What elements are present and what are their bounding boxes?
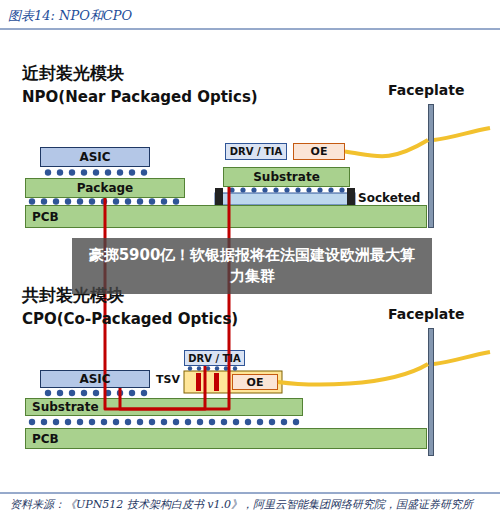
node-text: Package [77, 181, 134, 195]
fiber [434, 128, 490, 140]
optical-engine-box: OE [293, 143, 345, 160]
node-text: DRV / TIA [188, 353, 241, 364]
source-caption: 资料来源：《UPN512 技术架构白皮书 v1.0》，阿里云智能集团网络研究院，… [10, 497, 490, 512]
section-heading: 近封装光模块 [22, 62, 124, 85]
tsv-via [214, 373, 219, 391]
driver-box: DRV / TIA [184, 350, 245, 366]
title-rule [0, 29, 500, 30]
pcb-layer: PCB [25, 428, 427, 449]
pcb-layer: PCB [25, 205, 427, 228]
node-text: ASIC [79, 372, 110, 386]
node-text: PCB [26, 432, 59, 446]
substrate-layer: Substrate [223, 167, 350, 187]
caption-rule [0, 493, 500, 494]
tsv-via [196, 373, 201, 391]
faceplate-bar [428, 328, 434, 456]
package-layer: Package [25, 178, 185, 198]
faceplate-bar [428, 104, 434, 228]
faceplate: Faceplate [388, 306, 478, 456]
section-subheading: NPO(Near Packaged Optics) [22, 88, 258, 106]
node-text: DRV / TIA [230, 146, 283, 157]
driver-box: DRV / TIA [225, 143, 287, 160]
node-text: ASIC [79, 150, 110, 164]
fiber [434, 352, 490, 364]
node-text: Faceplate [388, 306, 464, 322]
chip-box: ASIC [40, 370, 150, 388]
node-text: Substrate [253, 170, 320, 184]
tsv-label: TSV [156, 373, 180, 386]
socket-clip [215, 188, 223, 205]
node-text: 豪掷5900亿！软银据报将在法国建设欧洲最大算力集群 [72, 245, 432, 287]
news-banner: 豪掷5900亿！软银据报将在法国建设欧洲最大算力集群 [72, 238, 432, 294]
node-text: OE [311, 145, 328, 158]
chip-box: ASIC [40, 147, 150, 167]
node-text: Substrate [26, 400, 99, 414]
tsv-interposer [184, 371, 282, 393]
section-subheading: CPO(Co-Packaged Optics) [22, 310, 238, 328]
optical-fiber [278, 364, 428, 384]
optical-engine-box: OE [232, 374, 278, 390]
socket-label: Socketed [358, 191, 420, 205]
substrate-layer: Substrate [25, 398, 303, 416]
socket-layer [215, 193, 355, 205]
node-text: Faceplate [388, 82, 464, 98]
optical-fiber [345, 140, 428, 156]
faceplate: Faceplate [388, 82, 478, 228]
node-text: OE [247, 376, 264, 389]
figure-title: 图表14: NPO和CPO [8, 7, 132, 25]
socket-clip [347, 188, 355, 205]
node-text: PCB [26, 210, 59, 224]
